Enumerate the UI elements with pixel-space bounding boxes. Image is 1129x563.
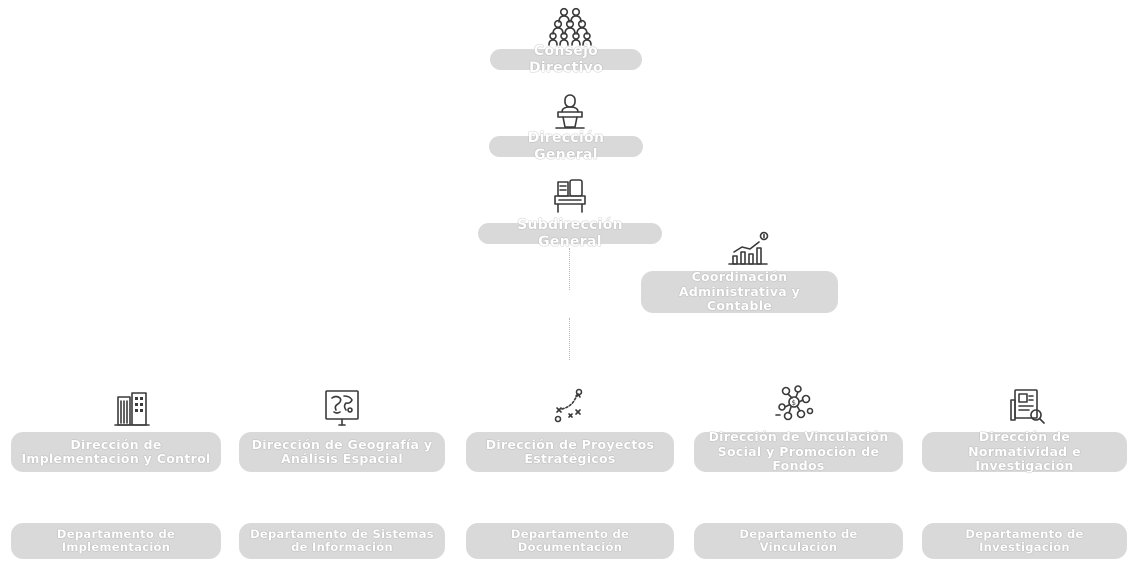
direction-node-2 bbox=[312, 388, 372, 428]
label-direction-4: Dirección de Vinculación Social y Promoc… bbox=[694, 430, 903, 473]
speaker-podium-icon bbox=[545, 92, 595, 130]
label-department-2: Departamento de Sistemas de Información bbox=[239, 523, 445, 559]
label-department-5: Departamento de Investigación bbox=[922, 523, 1127, 559]
document-search-icon bbox=[997, 386, 1057, 424]
label-department-3: Departamento de Documentación bbox=[466, 523, 674, 559]
label-department-4: Departamento de Vinculación bbox=[694, 523, 903, 559]
svg-text:$: $ bbox=[792, 399, 796, 407]
label-coordinacion-administrativa: Coordinación Administrativa y Contable bbox=[641, 270, 838, 313]
label-department-1: Departamento de Implementación bbox=[11, 523, 221, 559]
direction-node-3 bbox=[540, 388, 600, 424]
label-consejo-directivo: Consejo Directivo bbox=[490, 43, 642, 76]
strategy-plan-icon bbox=[540, 388, 600, 424]
label-direction-5: Dirección de Normatividad e Investigació… bbox=[922, 430, 1127, 473]
node-direccion-general bbox=[545, 92, 595, 130]
buildings-icon bbox=[102, 391, 162, 427]
direction-node-1 bbox=[102, 391, 162, 427]
direction-node-4: $ bbox=[764, 385, 824, 423]
growth-chart-icon bbox=[718, 230, 778, 266]
office-desk-icon bbox=[545, 178, 595, 214]
network-coins-icon: $ bbox=[764, 385, 824, 423]
label-direccion-general: Dirección General bbox=[489, 130, 643, 163]
people-group-icon bbox=[520, 6, 620, 46]
label-direction-2: Dirección de Geografía y Análisis Espaci… bbox=[239, 432, 445, 472]
connector-line-lower bbox=[569, 318, 570, 360]
node-coordinacion-administrativa bbox=[718, 230, 778, 266]
direction-node-5 bbox=[997, 386, 1057, 424]
node-subdireccion-general bbox=[545, 178, 595, 214]
label-direction-1: Dirección de Implementación y Control bbox=[11, 432, 221, 472]
map-board-icon bbox=[312, 388, 372, 428]
label-subdireccion-general: Subdirección General bbox=[478, 217, 662, 250]
connector-line-upper bbox=[569, 248, 570, 290]
node-consejo-directivo bbox=[520, 6, 620, 46]
label-direction-3: Dirección de Proyectos Estratégicos bbox=[466, 432, 674, 472]
